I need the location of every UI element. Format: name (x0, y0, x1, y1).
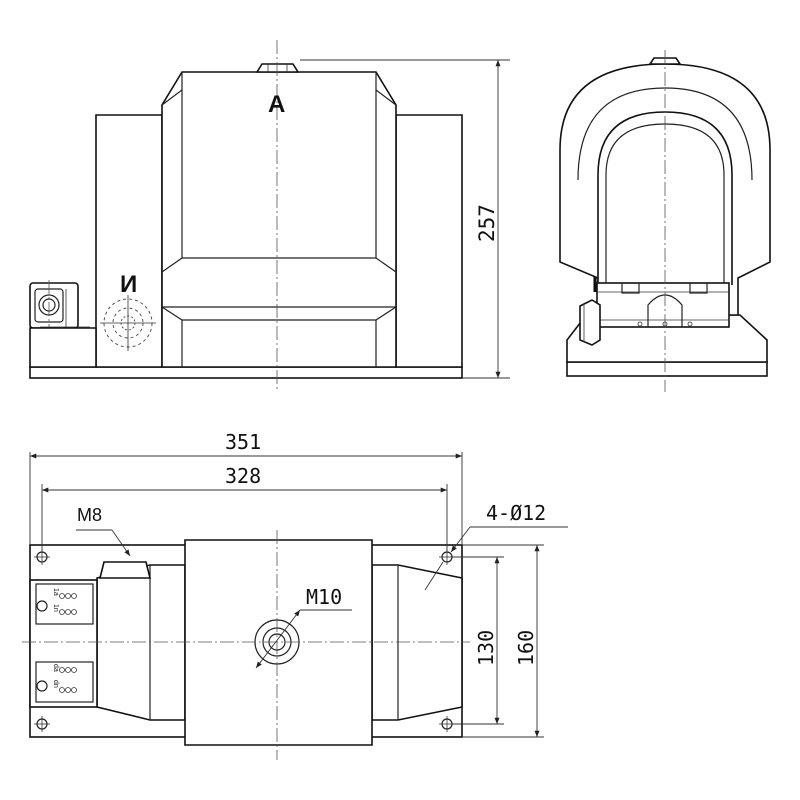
terminal-label-da: da (52, 664, 59, 672)
top-view: M10 M8 1a 1n da dn (22, 430, 568, 760)
front-top-terminal (255, 63, 300, 73)
front-upper-panel-edge (161, 257, 397, 273)
dim-hole-spacing-length-value: 328 (225, 464, 261, 488)
top-right-wing (371, 564, 463, 721)
front-lower-panel-edge (161, 306, 397, 321)
top-left-wing (96, 564, 186, 721)
terminal-label-1n: 1n (52, 604, 59, 612)
dim-overall-width-value: 160 (514, 630, 538, 666)
n-terminal-symbol (100, 295, 156, 351)
front-secondary-terminal-box (29, 282, 79, 329)
terminal-label-1a: 1a (52, 588, 59, 596)
front-base-plate (29, 366, 463, 379)
label-terminal-n: И (120, 271, 137, 298)
label-thread-m8: M8 (77, 505, 102, 525)
terminal-screws (59, 593, 77, 693)
top-main-body (184, 539, 373, 746)
terminal-label-dn: dn (52, 680, 59, 688)
front-left-shoulder (95, 114, 163, 368)
dim-hole-spacing-width-value: 130 (474, 630, 498, 666)
side-knob (579, 299, 601, 346)
side-base-plate (566, 361, 768, 377)
dim-height-value: 257 (475, 204, 499, 242)
m8-nut (98, 561, 152, 579)
side-view: I (559, 50, 771, 392)
label-holes: 4-Ø12 (486, 501, 546, 525)
dim-overall-length-value: 351 (225, 430, 261, 454)
front-view: A И 257 (29, 40, 510, 392)
mounting-holes (34, 549, 455, 732)
label-side-marker: I (592, 272, 598, 297)
label-terminal-a: A (268, 91, 285, 118)
front-left-pedestal (29, 327, 97, 368)
front-right-shoulder (395, 114, 463, 368)
label-thread-m10: M10 (306, 585, 342, 609)
